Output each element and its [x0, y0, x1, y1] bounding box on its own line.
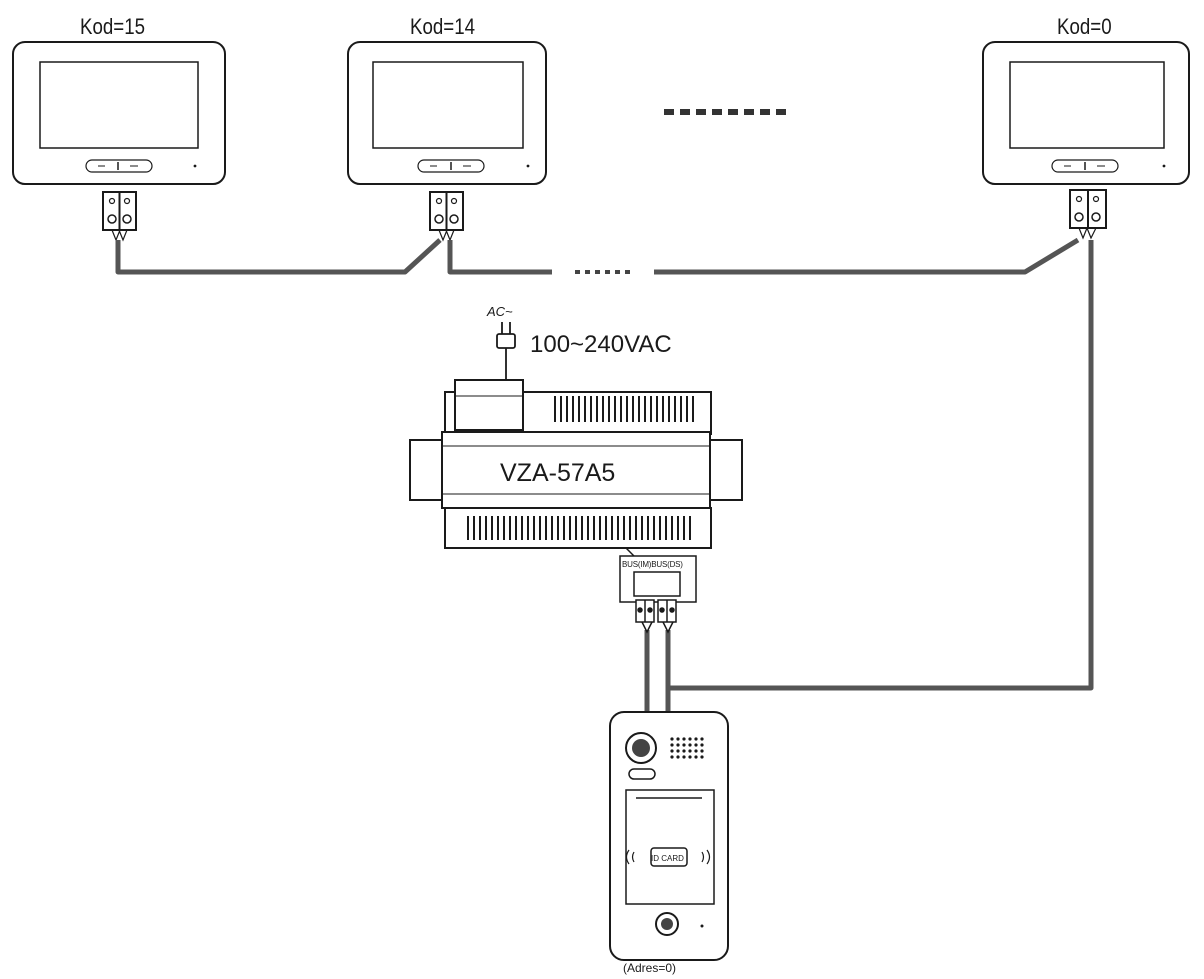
- monitor-code-label: Kod=15: [80, 14, 145, 39]
- terminal-block-kod14: [429, 191, 464, 242]
- monitor-kod15: [12, 41, 226, 242]
- door-station-address-label: (Adres=0): [623, 961, 677, 975]
- monitor-code-label: Kod=14: [410, 14, 475, 39]
- speaker-grille-icon: [670, 737, 704, 759]
- bus-cable: [115, 237, 1094, 712]
- distributor-unit: [409, 379, 743, 549]
- ellipsis-cable: [575, 270, 630, 274]
- terminal-block-kod0: [1069, 189, 1107, 240]
- ac-label: AC~: [487, 304, 513, 319]
- monitor-kod14: [347, 41, 547, 242]
- ellipsis-monitors: [664, 109, 786, 115]
- distributor-bottom-terminals: [467, 516, 691, 540]
- monitor-kod0: [982, 41, 1190, 240]
- distributor-model-label: VZA-57A5: [500, 459, 616, 487]
- voltage-label: 100~240VAC: [530, 331, 672, 358]
- bus-connector-label: BUS(IM)BUS(DS): [622, 560, 683, 569]
- door-station: [609, 711, 729, 961]
- ac-plug-icon: [496, 322, 516, 380]
- card-reader-label: ID CARD: [651, 854, 684, 863]
- terminal-block-kod15: [102, 191, 137, 242]
- distributor-top-terminals: [554, 396, 694, 422]
- bus-connector: [619, 547, 697, 634]
- monitor-code-label: Kod=0: [1057, 14, 1112, 39]
